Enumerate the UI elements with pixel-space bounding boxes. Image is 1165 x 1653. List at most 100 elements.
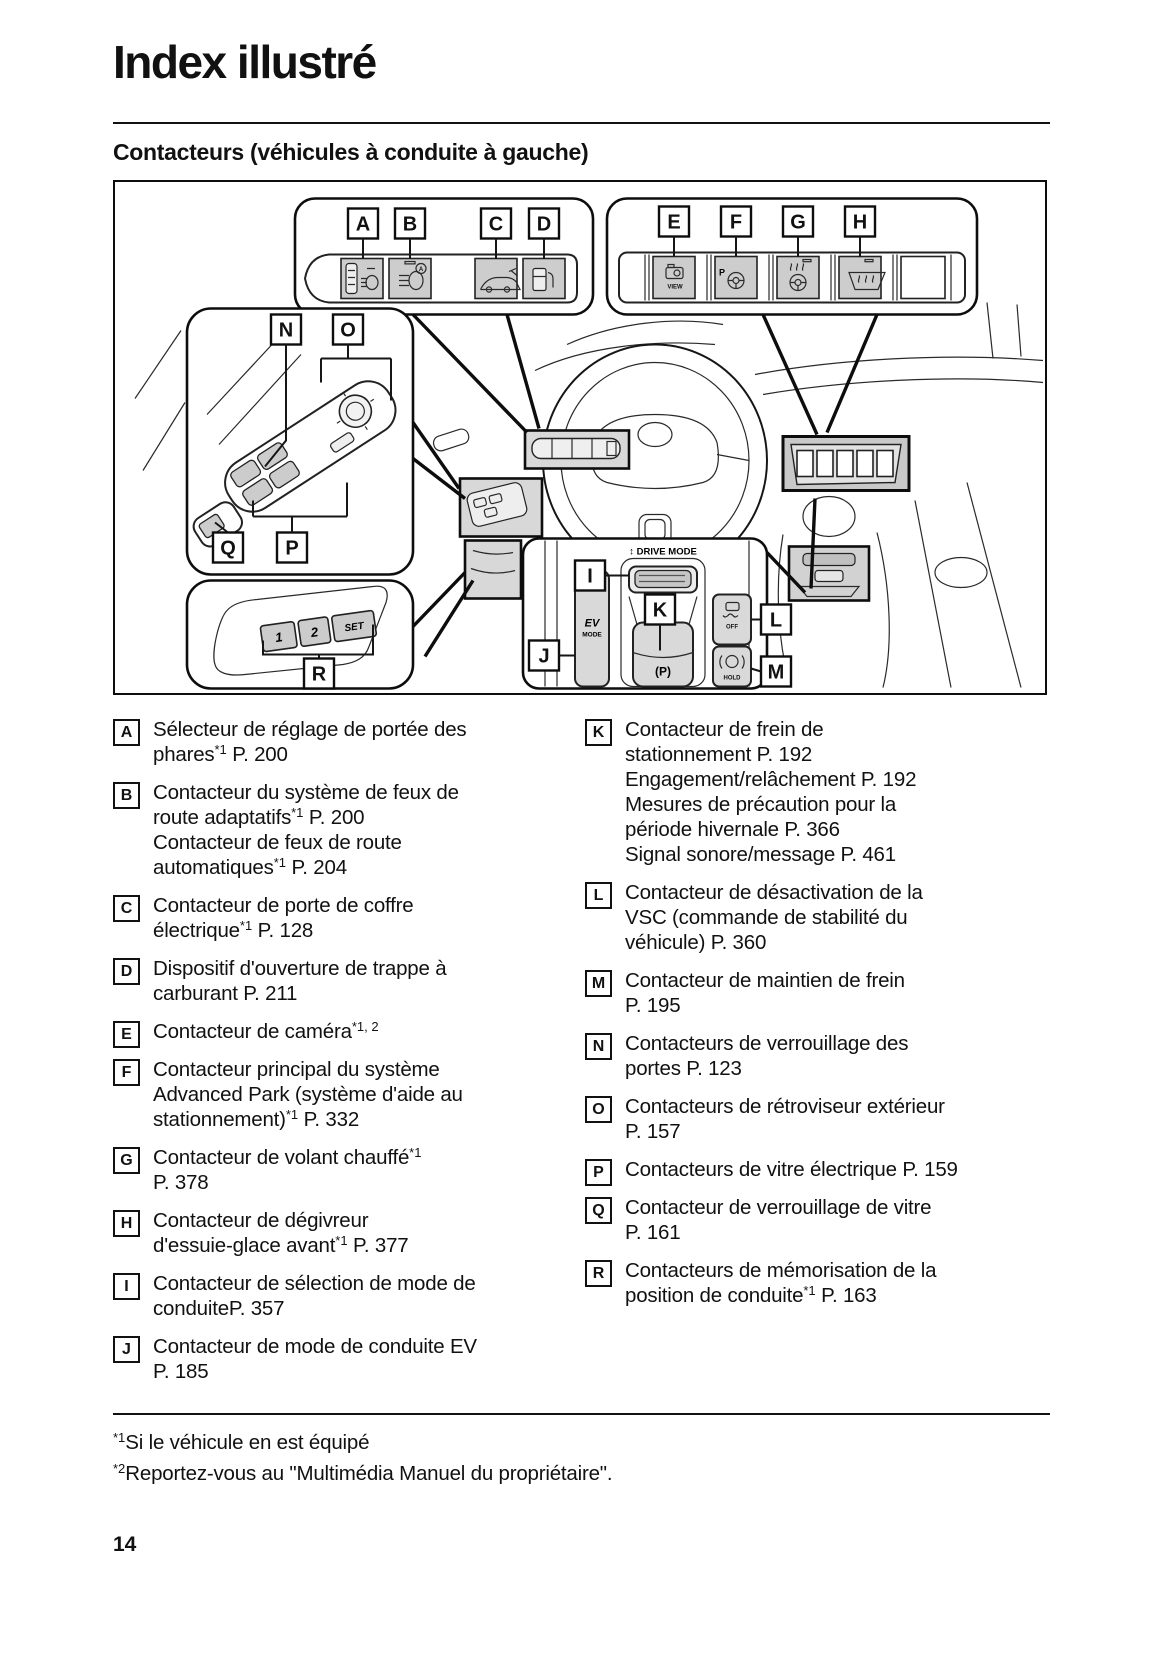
svg-text:EV: EV: [585, 618, 601, 630]
inset-seat-memory: 1 2 SET R: [185, 579, 415, 690]
legend-text-d: Dispositif d'ouverture de trappe à carbu…: [153, 957, 447, 1005]
footnote-1-text: Si le véhicule en est équipé: [125, 1431, 370, 1454]
parking-brake-switch: (P): [632, 621, 694, 688]
legend-item-l: L Contacteur de désactivation de la VSC (…: [585, 880, 1043, 955]
footnote-2-text: Reportez-vous au "Multimédia Manuel du p…: [125, 1462, 613, 1485]
legend-key-o: O: [585, 1096, 612, 1123]
seat-memory-buttons: 1 2 SET: [259, 609, 378, 653]
svg-text:OFF: OFF: [726, 625, 738, 631]
legend-key-r: R: [585, 1260, 612, 1287]
footnotes: *1Si le véhicule en est équipé *2Reporte…: [113, 1427, 1050, 1489]
svg-text:N: N: [279, 320, 293, 342]
legend-text-n: Contacteurs de verrouillage des portes P…: [625, 1032, 909, 1080]
inset-door-panel: N O Q P: [185, 307, 415, 576]
legend-text-i: Contacteur de sélection de mode de condu…: [153, 1272, 476, 1320]
svg-text:E: E: [667, 212, 680, 234]
wiper-deicer-icon: [848, 258, 886, 291]
section-heading: Contacteurs (véhicules à conduite à gauc…: [113, 139, 589, 165]
legend-key-d: D: [113, 958, 140, 985]
footnote-1: *1Si le véhicule en est équipé: [113, 1427, 1050, 1458]
legend-item-m: M Contacteur de maintien de frein P. 195: [585, 968, 1043, 1018]
inset-center-console: ↕ DRIVE MODE (P) EV MODE: [521, 537, 793, 690]
light-control-panel: [523, 429, 631, 470]
svg-text:R: R: [312, 664, 327, 686]
power-back-door-icon: [480, 267, 521, 293]
legend-item-b: B Contacteur du système de feux de route …: [113, 780, 585, 880]
svg-text:J: J: [538, 646, 549, 668]
legend-key-f: F: [113, 1059, 140, 1086]
legend-key-g: G: [113, 1147, 140, 1174]
legend-key-c: C: [113, 895, 140, 922]
legend-key-m: M: [585, 970, 612, 997]
legend-key-h: H: [113, 1210, 140, 1237]
legend-key-a: A: [113, 719, 140, 746]
legend-item-i: I Contacteur de sélection de mode de cond…: [113, 1271, 585, 1321]
legend-text-k: Contacteur de frein de stationnement P. …: [625, 718, 917, 866]
drive-mode-switch: [628, 565, 698, 594]
legend-item-h: H Contacteur de dégivreur d'essuie-glace …: [113, 1208, 585, 1258]
heated-steering-icon: [789, 258, 812, 292]
legend-item-p: P Contacteurs de vitre électrique P. 159: [585, 1157, 1043, 1186]
svg-text:B: B: [403, 214, 417, 236]
cockpit-diagram: A A B C: [134, 197, 1044, 690]
legend-item-r: R Contacteurs de mémorisation de la posit…: [585, 1258, 1043, 1308]
legend-text-r: Contacteurs de mémorisation de la positi…: [625, 1259, 937, 1307]
door-switch-highlight: [458, 477, 544, 600]
legend-item-e: E Contacteur de caméra*1, 2: [113, 1019, 585, 1048]
legend-text-b: Contacteur du système de feux de route a…: [153, 781, 459, 879]
legend-text-o: Contacteurs de rétroviseur extérieur P. …: [625, 1095, 945, 1143]
vsc-off-switch: OFF: [712, 593, 752, 646]
auto-high-beam-icon: A: [399, 260, 427, 291]
title-rule: [113, 122, 1050, 124]
svg-text:MODE: MODE: [582, 632, 602, 639]
svg-text:2: 2: [309, 624, 320, 640]
legend-item-d: D Dispositif d'ouverture de trappe à carb…: [113, 956, 585, 1006]
legend-key-q: Q: [585, 1197, 612, 1224]
legend-text-h: Contacteur de dégivreur d'essuie-glace a…: [153, 1209, 409, 1257]
footnote-2: *2Reportez-vous au "Multimédia Manuel du…: [113, 1458, 1050, 1489]
legend-item-o: O Contacteurs de rétroviseur extérieur P.…: [585, 1094, 1043, 1144]
inset-switch-strip-abcd: A A B C: [293, 197, 595, 316]
inset-switch-strip-efgh: VIEW P: [605, 197, 979, 316]
svg-text:HOLD: HOLD: [724, 676, 742, 682]
legend-text-e: Contacteur de caméra*1, 2: [153, 1019, 379, 1043]
legend-text-p: Contacteurs de vitre électrique P. 159: [625, 1158, 958, 1181]
svg-text:K: K: [653, 600, 668, 622]
svg-text:Q: Q: [220, 538, 236, 560]
legend-key-b: B: [113, 782, 140, 809]
legend-item-j: J Contacteur de mode de conduite EV P. 18…: [113, 1334, 585, 1384]
legend-key-j: J: [113, 1336, 140, 1363]
footnote-rule: [113, 1413, 1050, 1415]
legend-item-k: K Contacteur de frein de stationnement P.…: [585, 717, 1043, 867]
legend-text-m: Contacteur de maintien de frein P. 195: [625, 969, 905, 1017]
legend-key-e: E: [113, 1021, 140, 1048]
fuel-lid-icon: [532, 267, 554, 292]
door-handle: [432, 428, 470, 452]
svg-text:A: A: [356, 214, 370, 236]
svg-text:P: P: [285, 538, 298, 560]
footnote-1-marker: *1: [113, 1430, 126, 1445]
legend-column-right: K Contacteur de frein de stationnement P.…: [585, 717, 1043, 1397]
legend-key-p: P: [585, 1159, 612, 1186]
legend-key-n: N: [585, 1033, 612, 1060]
legend-key-l: L: [585, 882, 612, 909]
parking-support-icon: P: [719, 268, 745, 290]
svg-text:M: M: [768, 662, 785, 684]
svg-text:G: G: [790, 212, 806, 234]
svg-text:C: C: [489, 214, 503, 236]
shifter-console: [787, 545, 871, 602]
legend-text-l: Contacteur de désactivation de la VSC (c…: [625, 881, 923, 954]
legend-key-k: K: [585, 719, 612, 746]
legend-text-g: Contacteur de volant chauffé*1 P. 378: [153, 1145, 422, 1194]
svg-text:I: I: [587, 566, 593, 588]
svg-text:VIEW: VIEW: [667, 285, 683, 291]
legend-text-j: Contacteur de mode de conduite EV P. 185: [153, 1335, 477, 1383]
legend-key-i: I: [113, 1273, 140, 1300]
svg-text:SET: SET: [344, 621, 366, 635]
svg-text:1: 1: [274, 629, 283, 645]
svg-text:↕ DRIVE MODE: ↕ DRIVE MODE: [629, 547, 697, 558]
headlight-leveling-icon: [345, 262, 379, 295]
